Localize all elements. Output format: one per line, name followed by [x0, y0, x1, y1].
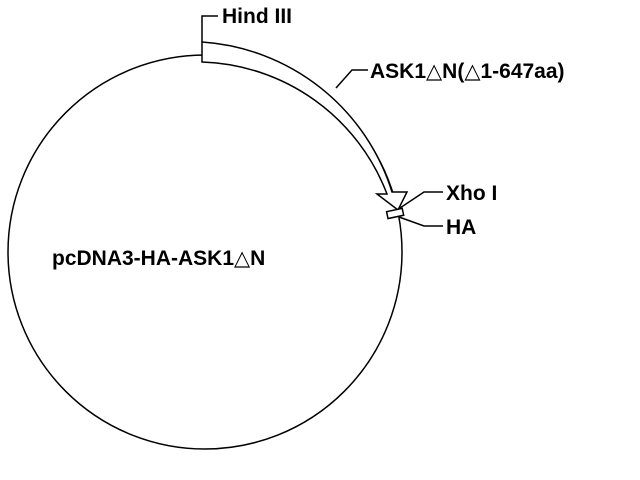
insert-label: ASK1△N(△1-647aa) — [370, 60, 565, 83]
xho-site-leader — [399, 191, 443, 209]
hind-site-label: Hind III — [222, 5, 292, 28]
hind-site-leader — [201, 15, 218, 42]
ha-tag-box — [385, 207, 405, 220]
ha-tag-leader — [398, 216, 443, 227]
xho-site-label: Xho I — [446, 182, 497, 205]
ha-tag-label: HA — [446, 216, 476, 239]
insert-leader — [335, 69, 368, 89]
plasmid-name-label: pcDNA3-HA-ASK1△N — [52, 247, 265, 270]
